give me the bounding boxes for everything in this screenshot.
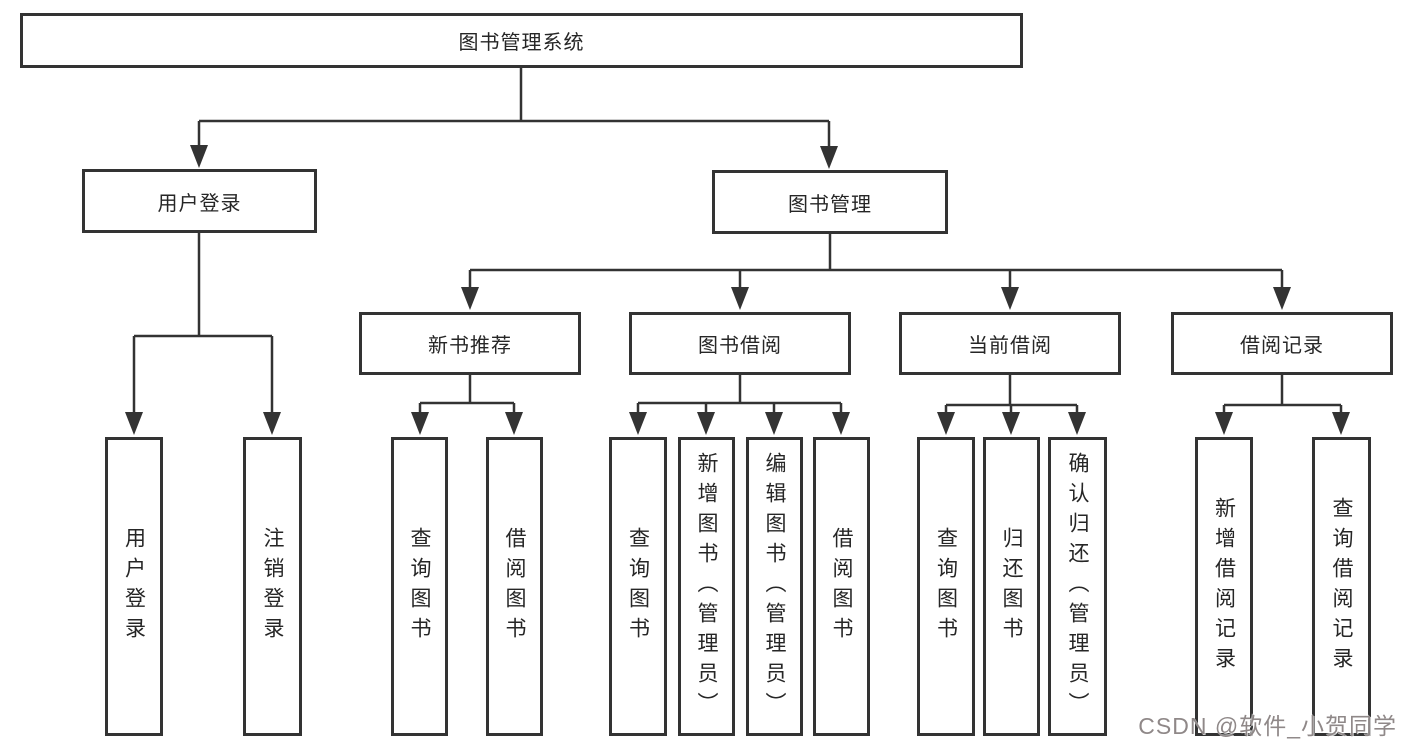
leaf-borrow-edit-books-admin: 编辑图书（管理员） — [746, 437, 803, 736]
node-label: 用户登录 — [157, 192, 242, 215]
node-label: 查询图书 — [934, 526, 958, 647]
node-label: 新增图书（管理员） — [695, 451, 718, 722]
node-book-borrow: 图书借阅 — [629, 312, 851, 375]
node-label: 查询借阅记录 — [1330, 496, 1353, 677]
leaf-user-login: 用户登录 — [105, 437, 163, 736]
node-user-login: 用户登录 — [82, 169, 317, 233]
node-label: 图书借阅 — [698, 335, 782, 357]
node-label: 当前借阅 — [968, 335, 1052, 357]
node-label: 借阅记录 — [1240, 335, 1324, 357]
node-label: 新增借阅记录 — [1212, 496, 1236, 677]
node-label: 查询图书 — [626, 526, 650, 647]
leaf-records-query-borrow-record: 查询借阅记录 — [1312, 437, 1371, 736]
node-book-management: 图书管理 — [712, 170, 948, 234]
node-label: 图书管理系统 — [458, 32, 585, 54]
leaf-records-add-borrow-record: 新增借阅记录 — [1195, 437, 1253, 736]
csdn-watermark: CSDN @软件_小贺同学 — [1138, 713, 1397, 739]
node-new-book-recommend: 新书推荐 — [359, 312, 581, 375]
node-label: 查询图书 — [408, 526, 431, 647]
leaf-newbooks-borrow-books: 借阅图书 — [486, 437, 543, 736]
leaf-newbooks-query-books: 查询图书 — [391, 437, 448, 736]
arrowhead-icons — [125, 145, 1350, 435]
leaf-logout: 注销登录 — [243, 437, 302, 736]
node-label: 借阅图书 — [503, 526, 526, 647]
node-label: 借阅图书 — [830, 526, 853, 647]
node-label: 图书管理 — [788, 193, 872, 216]
node-borrow-records: 借阅记录 — [1171, 312, 1393, 375]
node-label: 归还图书 — [1000, 526, 1023, 647]
node-label: 用户登录 — [122, 526, 146, 647]
leaf-borrow-query-books: 查询图书 — [609, 437, 667, 736]
leaf-borrow-add-books-admin: 新增图书（管理员） — [678, 437, 735, 736]
node-root-library-management-system: 图书管理系统 — [20, 13, 1023, 68]
leaf-current-query-books: 查询图书 — [917, 437, 975, 736]
node-label: 编辑图书（管理员） — [763, 451, 786, 722]
node-label: 新书推荐 — [428, 335, 512, 357]
leaf-current-return-books: 归还图书 — [983, 437, 1040, 736]
node-current-borrow: 当前借阅 — [899, 312, 1121, 375]
node-label: 确认归还（管理员） — [1066, 451, 1089, 722]
node-label: 注销登录 — [261, 526, 284, 647]
leaf-current-confirm-return-admin: 确认归还（管理员） — [1048, 437, 1107, 736]
leaf-borrow-borrow-books: 借阅图书 — [813, 437, 870, 736]
